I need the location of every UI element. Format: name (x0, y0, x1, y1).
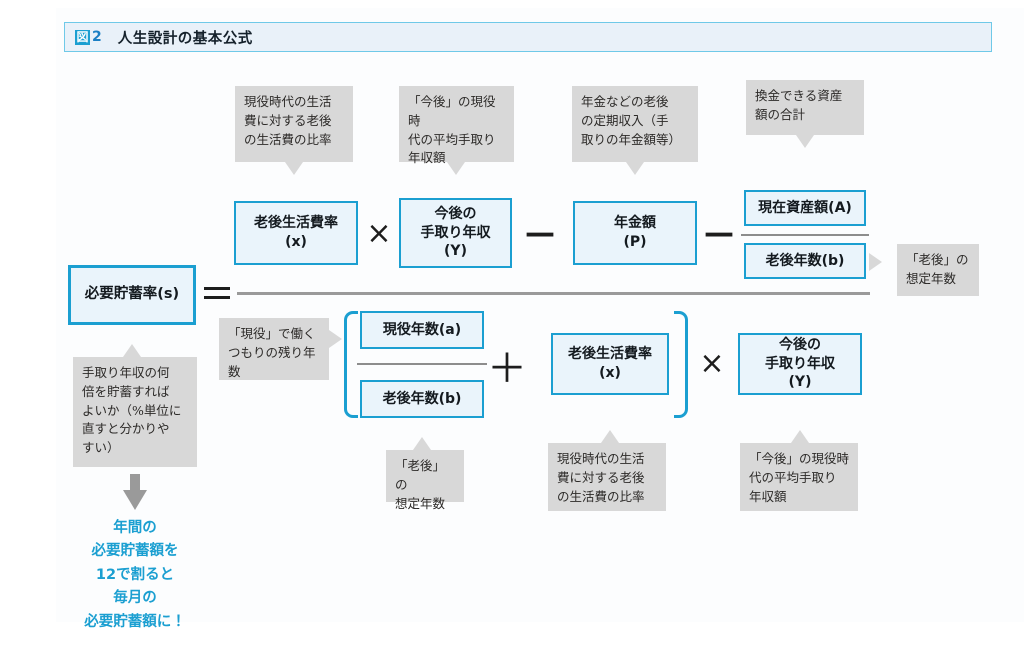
box-kongo-tedori-nenshu-2[interactable]: 今後の 手取り年収 (Y) (738, 333, 862, 395)
note-geneki-nokori-nensu: 「現役」で働く つもりの残り年 数 (219, 318, 329, 380)
bracket-right-icon (674, 311, 688, 418)
note-rougo-soutei-nensu: 「老後」の 想定年数 (897, 244, 979, 296)
note-tail-down-icon (447, 162, 465, 175)
note-tail-up-icon (413, 437, 431, 450)
conclusion-text: 年間の 必要貯蓄額を 12で割ると 毎月の 必要貯蓄額に！ (84, 520, 186, 630)
note-tail-up-icon (601, 430, 619, 443)
note-rougo-hiritsu-bottom: 現役時代の生活 費に対する老後 の生活費の比率 (548, 443, 666, 511)
fraction-bar-main (237, 292, 870, 295)
bracket-left-icon (344, 311, 358, 418)
fraction-bar-sub-2 (357, 363, 487, 365)
box-nenkin-gaku[interactable]: 年金額 (P) (573, 201, 697, 265)
operator-equals-icon (204, 287, 230, 299)
note-tail-up-icon (123, 344, 141, 357)
bracket-spacer (536, 334, 550, 410)
box-hitsuyou-chochikuritsu[interactable]: 必要貯蓄率(s) (68, 265, 196, 325)
note-tail-right-icon (329, 330, 342, 348)
note-kongo-tedori-bottom: 「今後」の現役時 代の平均手取り 年収額 (740, 443, 858, 511)
page-title: 人生設計の基本公式 (117, 30, 253, 47)
note-tail-right-icon (869, 253, 882, 271)
box-rougo-nensu-b[interactable]: 老後年数(b) (360, 380, 484, 418)
figure-header: 図 2 人生設計の基本公式 (64, 22, 992, 52)
operator-times-icon: × (366, 215, 392, 251)
box-geneki-nensu-a[interactable]: 現役年数(a) (360, 311, 484, 349)
down-arrow-icon (123, 474, 147, 510)
fraction-bar-sub (741, 234, 869, 236)
note-rougo-soutei-nensu-b: 「老後」の 想定年数 (386, 450, 464, 511)
operator-times-icon-2: × (699, 345, 725, 381)
note-tail-down-icon (796, 135, 814, 148)
note-kongo-tedori-top: 「今後」の現役時 代の平均手取り 年収額 (399, 86, 514, 165)
note-tail-down-icon (626, 162, 644, 175)
box-genzai-shisan-gaku[interactable]: 現在資産額(A) (744, 190, 866, 226)
box-kongo-tedori-nenshu[interactable]: 今後の 手取り年収 (Y) (399, 198, 512, 268)
box-rougo-seikatsuhiritsu-2[interactable]: 老後生活費率 (x) (551, 333, 669, 395)
note-hitsuyou-chochikuritsu-setsumei: 手取り年収の何 倍を貯蓄すれば よいか（%単位に 直すと分かりや すい） (73, 357, 197, 467)
box-rougo-nensu-a[interactable]: 老後年数(b) (744, 243, 866, 279)
note-rougo-seikatsuhiritsu: 現役時代の生活 費に対する老後 の生活費の比率 (235, 86, 353, 162)
note-tail-up-icon (791, 430, 809, 443)
note-tail-down-icon (285, 162, 303, 175)
figure-number: 2 (92, 29, 102, 45)
operator-minus-icon: — (525, 215, 555, 251)
box-rougo-seikatsuhiritsu[interactable]: 老後生活費率 (x) (234, 201, 358, 265)
operator-minus-icon-2: — (704, 215, 734, 251)
figure-badge-icon: 図 (75, 29, 90, 45)
operator-plus-icon: ＋ (487, 346, 527, 392)
note-nenkin-shunyu: 年金などの老後 の定期収入（手 取りの年金額等） (572, 86, 698, 162)
note-kankin-shisan: 換金できる資産 額の合計 (746, 80, 864, 135)
